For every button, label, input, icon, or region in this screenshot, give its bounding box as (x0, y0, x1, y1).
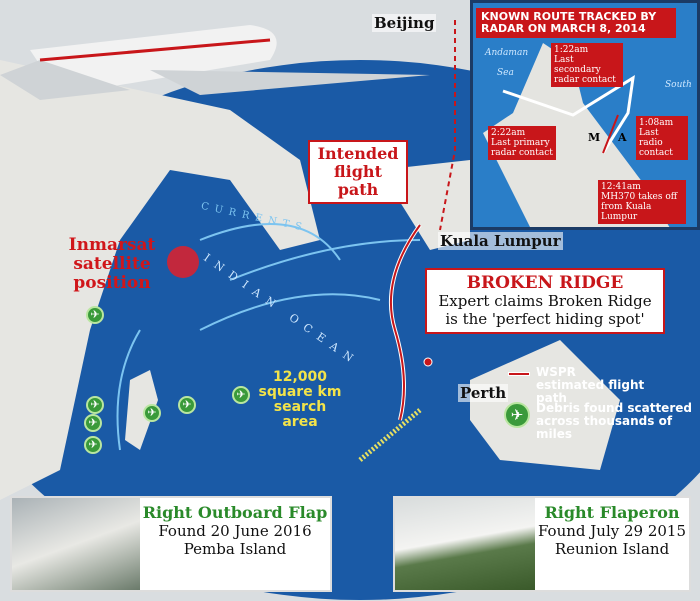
broken-ridge-title: BROKEN RIDGE (466, 273, 624, 293)
debris-plane-icon: ✈ (143, 404, 161, 422)
africa-asia-land (0, 60, 320, 500)
inset-sea-label-south: South (665, 80, 692, 90)
debris-legend-label: Debris found scattered across thousands … (536, 401, 692, 441)
madagascar (125, 370, 158, 450)
search-arc (358, 408, 422, 462)
search-area-unit: square km (258, 384, 342, 400)
debris-plane-icon: ✈ (86, 306, 104, 324)
inset-title: KNOWN ROUTE TRACKED BY RADAR ON MARCH 8,… (476, 8, 676, 38)
card-location: Reunion Island (554, 540, 670, 558)
intended-path-label: Intended flight path (308, 140, 408, 204)
note-time: 1:22am (554, 45, 589, 55)
note-text: Last primary radar contact (491, 138, 553, 158)
card-date: Found 20 June 2016 (158, 522, 312, 540)
debris-plane-icon: ✈ (86, 396, 104, 414)
search-area-value: 12,000 (272, 369, 328, 385)
debris-plane-icon: ✈ (178, 396, 196, 414)
note-text: Last secondary radar contact (554, 55, 616, 85)
debris-plane-icon: ✈ (84, 436, 102, 454)
inset-sea-label-sea: Sea (497, 68, 514, 78)
card-title: Right Flaperon (544, 503, 680, 522)
inmarsat-label: Inmarsat satellite position (68, 235, 156, 293)
inset-sea-label-andaman: Andaman (485, 48, 529, 58)
note-time: 1:08am (639, 118, 674, 128)
note-time: 2:22am (491, 128, 526, 138)
flaperon-photo (395, 498, 535, 590)
card-title: Right Outboard Flap (142, 503, 328, 522)
city-perth: Perth (458, 384, 509, 402)
wspr-legend-swatch (508, 372, 530, 376)
australia-land (470, 340, 620, 470)
broken-ridge-marker (423, 357, 433, 367)
debris-legend-icon: ✈ (504, 402, 530, 428)
inmarsat-position-marker (167, 246, 199, 278)
inset-radar-route (502, 75, 635, 154)
broken-ridge-text: Expert claims Broken Ridge is the 'perfe… (438, 292, 652, 328)
card-date: Found July 29 2015 (537, 522, 687, 540)
debris-card-flaperon: Right Flaperon Found July 29 2015 Reunio… (393, 496, 691, 592)
radar-route-inset: KNOWN ROUTE TRACKED BY RADAR ON MARCH 8,… (470, 0, 700, 230)
debris-plane-icon: ✈ (232, 386, 250, 404)
search-area-label: 12,000 square km search area (255, 370, 345, 430)
current-arrows (116, 223, 421, 451)
debris-card-outboard-flap: Right Outboard Flap Found 20 June 2016 P… (10, 496, 332, 592)
intended-flight-path (439, 20, 456, 231)
note-time: 12:41am (601, 182, 641, 192)
debris-plane-icon: ✈ (84, 414, 102, 432)
note-text: MH370 takes off from Kuala Lumpur (601, 192, 678, 222)
inset-letter-m: M (588, 131, 601, 144)
card-location: Pemba Island (183, 540, 287, 558)
city-beijing: Beijing (372, 14, 437, 32)
flap-photo (12, 498, 140, 590)
inset-letter-a: A (618, 131, 627, 144)
note-text: Last radio contact (639, 128, 673, 158)
broken-ridge-box: BROKEN RIDGE Expert claims Broken Ridge … (425, 268, 665, 334)
city-kuala-lumpur: Kuala Lumpur (438, 232, 563, 250)
search-area-desc: search area (273, 399, 327, 430)
wspr-legend-label: WSPR estimated flight path (536, 365, 645, 405)
